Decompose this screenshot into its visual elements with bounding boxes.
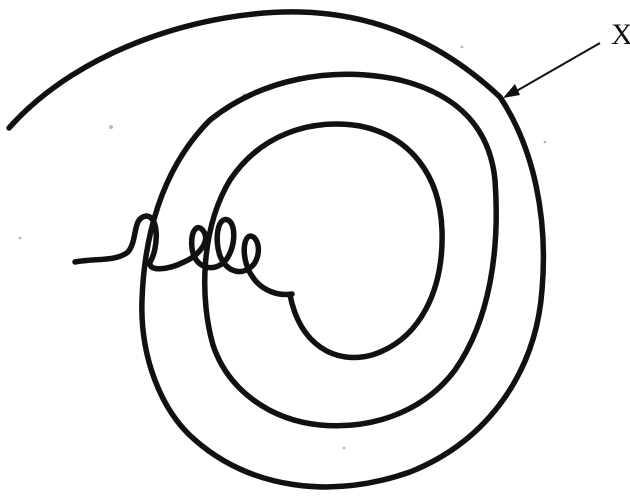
scan-speck (461, 46, 464, 49)
outer-arc (9, 12, 500, 128)
scan-speck (19, 237, 22, 240)
label-x: X (611, 20, 630, 50)
scan-speck (343, 447, 346, 450)
scan-speck (109, 125, 113, 129)
pointer-arrowhead (503, 84, 520, 98)
scan-speck (544, 141, 547, 144)
pointer-arrow-line (513, 43, 600, 93)
spiral-tail-curls (75, 216, 292, 294)
